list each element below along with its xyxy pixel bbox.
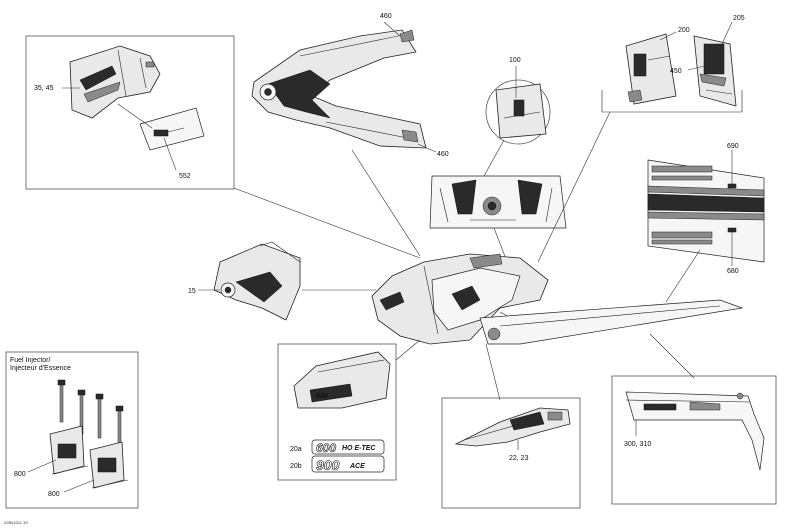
decal-20a: 600 HO E-TEC: [311, 439, 385, 455]
side-panel-detail-box: [25, 35, 235, 190]
drawing-code: 22B01011 3S: [4, 520, 28, 525]
decal-552-part: [139, 107, 205, 151]
callout-800-bottom: 800: [48, 491, 60, 498]
detail-100-part: [495, 83, 547, 139]
callout-300-310: 300, 310: [624, 441, 651, 448]
tunnel-side-detail-box: [611, 375, 777, 505]
side-panel-decal-part: 600: [293, 351, 391, 409]
callout-450: 450: [670, 68, 682, 75]
tunnel-top-view-part: [647, 159, 765, 263]
callout-15: 15: [188, 288, 196, 295]
fuel-injector-left-part: [49, 425, 89, 475]
callout-100: 100: [509, 57, 521, 64]
nose-detail-box: [441, 397, 581, 509]
tunnel-side-part-300-310: [625, 391, 765, 471]
front-view-part: [429, 175, 567, 229]
decal-20b-suffix: ACE: [349, 463, 365, 470]
nose-part-22-23: [454, 407, 571, 447]
snowmobile-body-main: [371, 253, 744, 345]
fuel-injector-box: [5, 351, 139, 509]
decal-20a-number: 600: [316, 441, 336, 455]
decal-detail-box: [277, 343, 397, 481]
callout-460-top: 460: [380, 13, 392, 20]
callout-690: 690: [727, 143, 739, 150]
decal-600-mini: 600: [316, 393, 328, 400]
callout-20a: 20a: [290, 446, 302, 453]
hood-front-part-15: [213, 241, 301, 321]
callout-460-bottom: 460: [437, 151, 449, 158]
fuel-injector-label-en: Fuel Injector/: [10, 357, 51, 364]
decal-20a-suffix: HO E-TEC: [342, 445, 376, 452]
callout-20b: 20b: [290, 463, 302, 470]
side-panel-left-part-200: [625, 33, 677, 105]
side-panel-right-part-205: [693, 35, 737, 107]
fuel-injector-right-part: [89, 441, 129, 489]
callout-205: 205: [733, 15, 745, 22]
detail-100-circle: [485, 79, 551, 145]
bracket-top-right: [601, 90, 743, 113]
callout-552: 552: [179, 173, 191, 180]
hood-part-460: [251, 29, 427, 149]
fuel-injector-bolts: [57, 379, 124, 449]
decal-20b-number: 900: [316, 457, 340, 473]
decal-20b: 900 ACE: [311, 455, 385, 473]
callout-22-23: 22, 23: [509, 455, 529, 462]
callout-680: 680: [727, 268, 739, 275]
fuel-injector-label-fr: Injecteur d'Essence: [10, 365, 71, 372]
callout-200: 200: [678, 27, 690, 34]
callout-800-top: 800: [14, 471, 26, 478]
callout-35-45: 35, 45: [34, 85, 54, 92]
tunnel-dots-top: [651, 165, 713, 245]
side-panel-part: [69, 45, 161, 119]
